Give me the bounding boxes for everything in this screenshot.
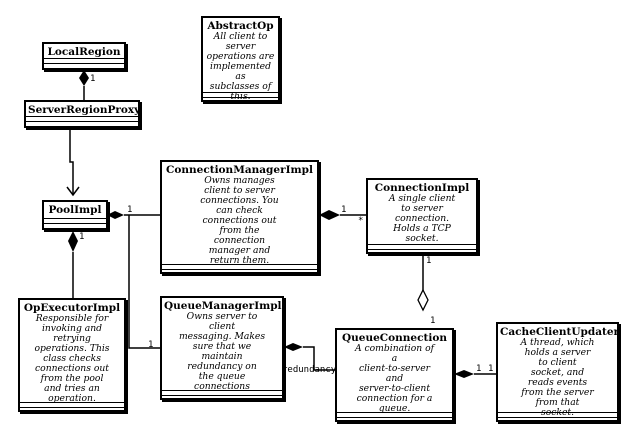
class-name: CacheClientUpdater	[500, 326, 620, 338]
class-local-region[interactable]: LocalRegion	[42, 42, 126, 70]
hollow-diamond-conn-queue	[417, 288, 429, 312]
compartment-divider	[337, 412, 452, 418]
diamond-localregion	[79, 70, 89, 86]
class-note: A single client to server connection. Ho…	[388, 193, 456, 244]
compartment-divider	[26, 116, 138, 122]
class-server-region-proxy[interactable]: ServerRegionProxy	[24, 100, 140, 128]
class-cache-client-updater[interactable]: CacheClientUpdater A thread, which holds…	[496, 322, 619, 422]
class-name: ConnectionManagerImpl	[166, 164, 313, 176]
class-connection-manager-impl[interactable]: ConnectionManagerImpl Owns manages clien…	[160, 160, 319, 274]
mult-pool-opexec: 1	[79, 232, 85, 242]
class-note: All client to server operations are impl…	[206, 31, 275, 102]
compartment-divider	[162, 390, 282, 396]
compartment-divider	[20, 402, 124, 408]
diamond-pool-connmgr	[107, 211, 124, 219]
class-queue-connection[interactable]: QueueConnection A combination of a clien…	[335, 328, 454, 422]
mult-connmgr-conn-near: 1	[341, 205, 347, 215]
diamond-connmgr-conn	[319, 210, 340, 220]
class-name: AbstractOp	[207, 20, 274, 32]
edge-proxy-pool	[69, 124, 74, 194]
class-note: Owns server to client messaging. Makes s…	[178, 311, 266, 392]
class-name: LocalRegion	[47, 46, 121, 58]
diamond-pool-opexec	[68, 231, 78, 252]
mult-queue-updater-left: 1	[476, 364, 482, 374]
compartment-divider	[368, 244, 476, 250]
compartment-divider	[498, 412, 617, 418]
edge-pool-queuemgr	[128, 215, 162, 349]
class-note: A thread, which holds a server to client…	[520, 337, 595, 418]
edge-queuemgr-queue	[303, 346, 335, 371]
class-name: OpExecutorImpl	[23, 302, 121, 314]
mult-connmgr-conn-far: *	[358, 216, 364, 226]
class-connection-impl[interactable]: ConnectionImpl A single client to server…	[366, 178, 478, 254]
class-pool-impl[interactable]: PoolImpl	[42, 200, 108, 230]
mult-pool-connmgr: 1	[127, 205, 133, 215]
mult-conn-queue-bottom: 1	[430, 316, 436, 326]
class-note: Owns manages client to server connection…	[200, 175, 279, 266]
class-name: ServerRegionProxy	[28, 104, 141, 116]
compartment-divider	[44, 218, 106, 224]
compartment-divider	[203, 92, 278, 98]
class-name: ConnectionImpl	[374, 182, 470, 194]
mult-conn-queue-top: 1	[426, 256, 432, 266]
class-abstract-op[interactable]: AbstractOp All client to server operatio…	[201, 16, 280, 102]
edge-label-redundancy: redundancy	[282, 365, 337, 375]
diamond-queue-updater	[454, 370, 474, 378]
mult-pool-queuemgr: 1	[148, 340, 154, 350]
class-name: QueueConnection	[342, 332, 447, 344]
compartment-divider	[162, 264, 317, 270]
mult-localregion-proxy: 1	[90, 74, 96, 84]
arrowhead-pool	[66, 186, 80, 197]
class-note: A combination of a client-to-server and …	[354, 343, 435, 414]
class-op-executor-impl[interactable]: OpExecutorImpl Responsible for invoking …	[18, 298, 126, 412]
class-queue-manager-impl[interactable]: QueueManagerImpl Owns server to client m…	[160, 296, 284, 400]
compartment-divider	[44, 58, 124, 64]
class-name: PoolImpl	[48, 204, 102, 216]
mult-queue-updater-right: 1	[488, 364, 494, 374]
class-name: QueueManagerImpl	[164, 300, 282, 312]
diamond-queuemgr	[284, 343, 303, 351]
class-note: Responsible for invoking and retrying op…	[34, 313, 110, 404]
